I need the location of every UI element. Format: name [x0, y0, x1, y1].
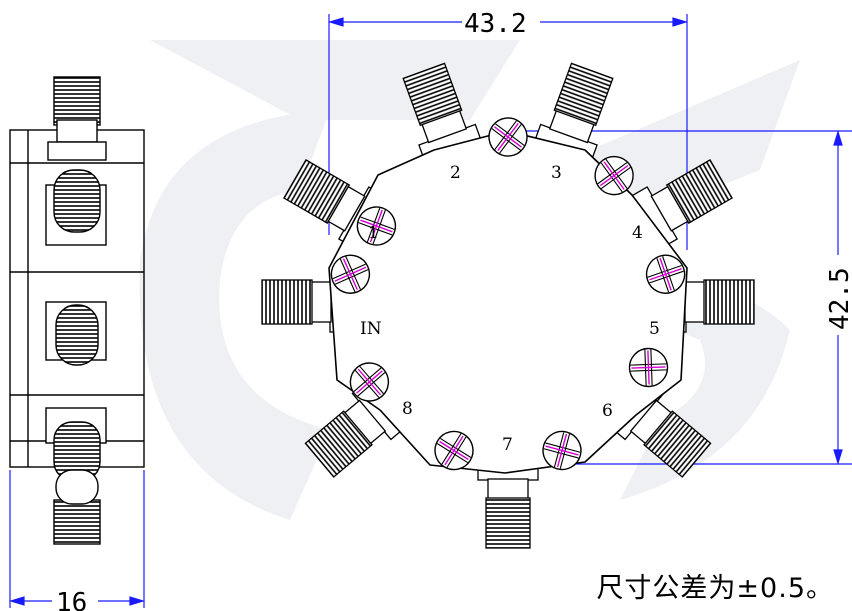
screw-icon — [594, 155, 634, 196]
port-label-4: 4 — [632, 223, 643, 243]
side-view — [9, 76, 145, 545]
screw-icon — [645, 254, 686, 294]
port-label-5: 5 — [649, 319, 660, 339]
port-label-8: 8 — [402, 399, 413, 419]
port-label-3: 3 — [551, 163, 562, 183]
dimension-width-side-label: 16 — [56, 588, 87, 611]
tolerance-note: 尺寸公差为±0.5。 — [596, 573, 834, 604]
connector-4 — [630, 159, 733, 249]
screw-icon — [628, 347, 669, 388]
dimension-width-side — [8, 470, 146, 608]
screws — [330, 117, 686, 471]
dimension-height-right — [510, 129, 852, 466]
dimension-width-top-label: 43.2 — [464, 9, 527, 39]
port-label-6: 6 — [602, 401, 613, 421]
connector-7 — [477, 461, 539, 549]
dimension-height-right-label: 42.5 — [825, 267, 852, 330]
screw-icon — [330, 254, 371, 294]
port-label-2: 2 — [450, 163, 461, 183]
screw-icon — [356, 206, 397, 246]
side-connector-top — [47, 76, 107, 161]
side-connector-round-2 — [45, 301, 107, 366]
dimension-width-top — [327, 14, 689, 250]
screw-icon — [488, 117, 528, 157]
port-label-7: 7 — [502, 435, 513, 455]
side-connector-round-1 — [45, 169, 107, 246]
side-connector-bottom — [45, 407, 107, 545]
screw-icon — [542, 430, 582, 471]
screw-icon — [434, 430, 474, 471]
port-label-in: IN — [360, 319, 382, 339]
splitter-body — [328, 130, 688, 474]
port-label-1: 1 — [368, 223, 379, 243]
screw-icon — [349, 362, 390, 402]
